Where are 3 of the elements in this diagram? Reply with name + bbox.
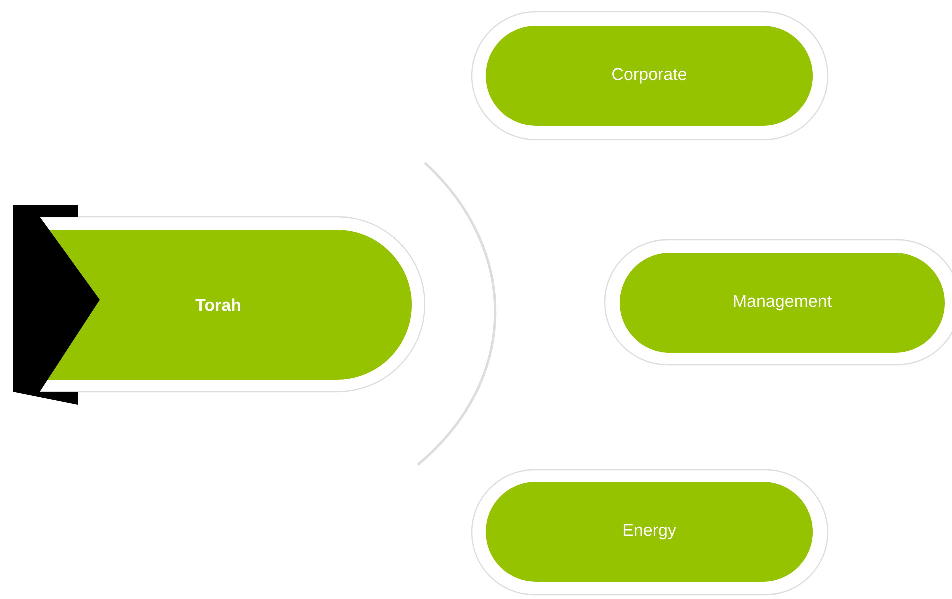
pill-box: Management <box>604 239 952 366</box>
pill-box: Corporate <box>471 11 829 141</box>
pill-box: Energy <box>471 469 829 596</box>
